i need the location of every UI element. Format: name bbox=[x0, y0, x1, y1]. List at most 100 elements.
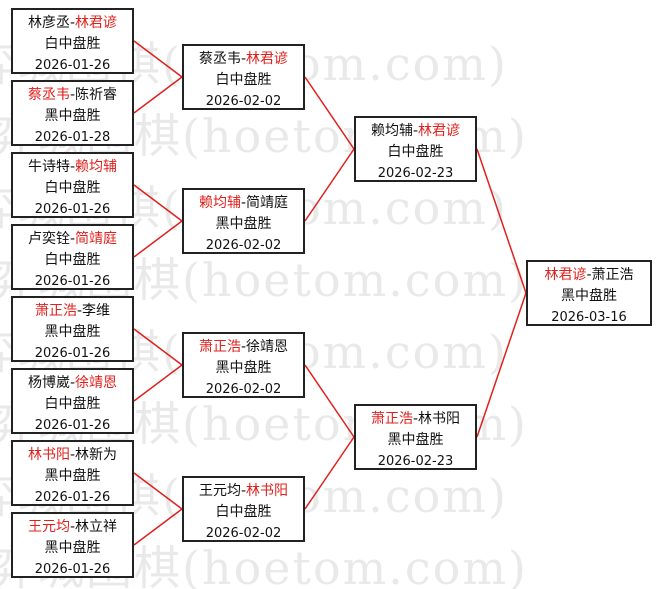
match-result: 黑中盘胜 bbox=[44, 324, 101, 340]
player-white: 简靖庭 bbox=[246, 195, 289, 211]
player-white: 林书阳 bbox=[418, 411, 461, 427]
match-date: 2026-01-26 bbox=[34, 490, 111, 505]
player-black: 卢奕铨 bbox=[27, 231, 70, 247]
player-separator: - bbox=[240, 195, 247, 211]
bracket-connector bbox=[476, 148, 527, 294]
player-separator: - bbox=[69, 15, 76, 31]
match-players: 林君谚-萧正浩 bbox=[528, 265, 650, 286]
player-separator: - bbox=[586, 267, 592, 283]
match-result: 黑中盘胜 bbox=[387, 432, 444, 448]
match-players: 牛诗特-赖均辅 bbox=[13, 157, 132, 178]
match-box-round-2: 萧正浩-徐靖恩黑中盘胜 2026-02-02 bbox=[182, 332, 305, 398]
match-players: 林书阳-林新为 bbox=[13, 445, 132, 466]
match-result: 白中盘胜 bbox=[215, 72, 272, 88]
match-players: 萧正浩-徐靖恩 bbox=[184, 337, 303, 358]
player-white: 徐靖恩 bbox=[246, 339, 289, 355]
bracket-connector bbox=[133, 472, 183, 510]
player-separator: - bbox=[240, 483, 247, 499]
bracket-connector bbox=[304, 148, 355, 222]
match-players: 萧正浩-李维 bbox=[13, 301, 132, 322]
match-box-final: 林君谚-萧正浩黑中盘胜 2026-03-16 bbox=[526, 260, 652, 326]
player-black: 萧正浩 bbox=[198, 339, 241, 355]
match-date: 2026-02-02 bbox=[205, 94, 282, 109]
bracket-connector bbox=[304, 436, 355, 510]
player-black: 王元均 bbox=[198, 483, 241, 499]
player-black: 蔡丞韦 bbox=[27, 87, 70, 103]
match-result: 白中盘胜 bbox=[44, 180, 101, 196]
bracket-connector bbox=[133, 328, 183, 366]
match-box-round-3: 赖均辅-林君谚白中盘胜 2026-02-23 bbox=[354, 116, 477, 182]
match-box-round-2: 蔡丞韦-林君谚白中盘胜 2026-02-02 bbox=[182, 44, 305, 110]
player-white: 简靖庭 bbox=[75, 231, 118, 247]
player-black: 牛诗特 bbox=[27, 159, 70, 175]
match-result: 白中盘胜 bbox=[44, 36, 101, 52]
match-result: 白中盘胜 bbox=[215, 504, 272, 520]
match-players: 赖均辅-林君谚 bbox=[356, 121, 475, 142]
match-box-round-2: 赖均辅-简靖庭黑中盘胜 2026-02-02 bbox=[182, 188, 305, 254]
match-players: 王元均-林书阳 bbox=[184, 481, 303, 502]
match-result: 黑中盘胜 bbox=[44, 468, 101, 484]
match-players: 萧正浩-林书阳 bbox=[356, 409, 475, 430]
match-date: 2026-01-28 bbox=[34, 130, 111, 145]
player-separator: - bbox=[69, 87, 76, 103]
match-date: 2026-02-23 bbox=[377, 166, 454, 181]
player-black: 赖均辅 bbox=[198, 195, 241, 211]
match-date: 2026-02-23 bbox=[377, 454, 454, 469]
match-box-round-1: 林书阳-林新为黑中盘胜 2026-01-26 bbox=[11, 440, 134, 506]
bracket-connector bbox=[133, 76, 183, 114]
bracket-connector bbox=[133, 508, 183, 546]
match-result: 白中盘胜 bbox=[44, 252, 101, 268]
match-date: 2026-02-02 bbox=[205, 526, 282, 541]
player-white: 陈祈睿 bbox=[75, 87, 118, 103]
player-separator: - bbox=[69, 447, 76, 463]
player-white: 赖均辅 bbox=[75, 159, 118, 175]
match-date: 2026-02-02 bbox=[205, 238, 282, 253]
bracket-connector bbox=[476, 292, 527, 438]
match-result: 黑中盘胜 bbox=[215, 216, 272, 232]
match-date: 2026-01-26 bbox=[34, 274, 111, 289]
player-black: 萧正浩 bbox=[370, 411, 413, 427]
player-black: 林书阳 bbox=[27, 447, 70, 463]
match-players: 赖均辅-简靖庭 bbox=[184, 193, 303, 214]
match-box-round-2: 王元均-林书阳白中盘胜 2026-02-02 bbox=[182, 476, 305, 542]
match-date: 2026-02-02 bbox=[205, 382, 282, 397]
player-white: 李维 bbox=[82, 303, 111, 319]
player-separator: - bbox=[69, 159, 76, 175]
player-separator: - bbox=[69, 375, 76, 391]
player-black: 王元均 bbox=[27, 519, 70, 535]
player-white: 林君谚 bbox=[418, 123, 461, 139]
match-box-round-1: 牛诗特-赖均辅白中盘胜 2026-01-26 bbox=[11, 152, 134, 218]
bracket-connector bbox=[133, 40, 183, 78]
match-box-round-3: 萧正浩-林书阳黑中盘胜 2026-02-23 bbox=[354, 404, 477, 470]
player-white: 萧正浩 bbox=[591, 267, 634, 283]
match-result: 白中盘胜 bbox=[387, 144, 444, 160]
player-separator: - bbox=[69, 231, 76, 247]
player-black: 林君谚 bbox=[544, 267, 587, 283]
match-result: 黑中盘胜 bbox=[561, 288, 617, 304]
player-separator: - bbox=[69, 519, 76, 535]
player-white: 林书阳 bbox=[246, 483, 289, 499]
match-result: 白中盘胜 bbox=[44, 396, 101, 412]
match-result: 黑中盘胜 bbox=[215, 360, 272, 376]
match-date: 2026-01-26 bbox=[34, 58, 111, 73]
match-date: 2026-01-26 bbox=[34, 202, 111, 217]
player-black: 萧正浩 bbox=[34, 303, 77, 319]
player-separator: - bbox=[412, 123, 419, 139]
match-result: 黑中盘胜 bbox=[44, 108, 101, 124]
match-box-round-1: 蔡丞韦-陈祈睿黑中盘胜 2026-01-28 bbox=[11, 80, 134, 146]
player-black: 林彦丞 bbox=[27, 15, 70, 31]
match-date: 2026-03-16 bbox=[551, 310, 627, 325]
player-black: 蔡丞韦 bbox=[198, 51, 241, 67]
match-players: 林彦丞-林君谚 bbox=[13, 13, 132, 34]
player-white: 林君谚 bbox=[75, 15, 118, 31]
match-result: 黑中盘胜 bbox=[44, 540, 101, 556]
match-players: 蔡丞韦-陈祈睿 bbox=[13, 85, 132, 106]
player-black: 杨博崴 bbox=[27, 375, 70, 391]
bracket-connector bbox=[304, 364, 355, 438]
bracket-connector bbox=[133, 220, 183, 258]
match-players: 蔡丞韦-林君谚 bbox=[184, 49, 303, 70]
